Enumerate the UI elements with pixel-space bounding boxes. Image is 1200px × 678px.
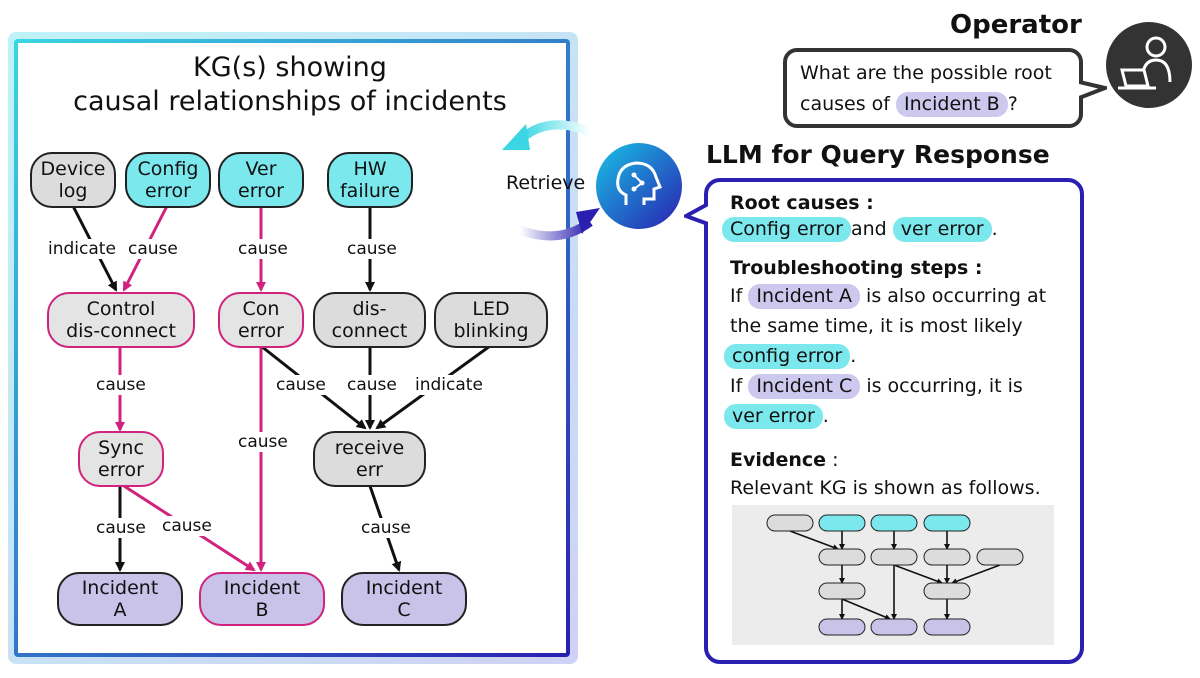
step2-period: .	[822, 405, 829, 427]
step1-line2: the same time, it is most likely	[730, 315, 1023, 337]
edge-label-cause: cause	[95, 518, 147, 538]
evidence-colon: :	[832, 449, 839, 471]
root-causes-heading: Root causes :	[730, 192, 874, 214]
evidence-text: Relevant KG is shown as follows.	[730, 477, 1041, 499]
ver-error-tag: ver error	[724, 404, 823, 429]
node-incident-a: Incident A	[57, 572, 183, 626]
node-led-blinking: LED blinking	[434, 292, 548, 348]
step2-if: If	[730, 375, 743, 397]
step1-line1: If Incident A is also occurring at	[730, 281, 1046, 311]
node-ver-error: Ver error	[218, 152, 304, 208]
kg-title-line1: KG(s) showing	[193, 52, 387, 83]
step2-line2: ver error.	[724, 401, 829, 431]
edge-label-cause: cause	[127, 239, 179, 259]
node-receive-err: receive err	[313, 431, 426, 487]
edge-label-indicate: indicate	[47, 239, 117, 259]
node-incident-b: Incident B	[199, 572, 325, 626]
incident-c-tag: Incident C	[748, 374, 861, 399]
evidence-heading: Evidence	[730, 449, 827, 471]
edge-label-cause: cause	[95, 375, 147, 395]
node-config-error: Config error	[125, 152, 211, 208]
step1-line3: config error.	[724, 341, 856, 371]
node-hw-failure: HW failure	[327, 152, 413, 208]
node-control-disconnect: Control dis-connect	[47, 292, 195, 348]
operator-title: Operator	[950, 10, 1082, 40]
llm-brain-icon	[596, 143, 682, 229]
query-incident-tag: Incident B	[896, 92, 1008, 117]
edge-label-indicate: indicate	[414, 375, 484, 395]
node-incident-c: Incident C	[341, 572, 467, 626]
mini-kg-thumbnail	[732, 505, 1054, 645]
node-device-log: Device log	[30, 152, 116, 208]
node-disconnect: dis- connect	[313, 292, 426, 348]
root-cause-config-error: Config error	[722, 217, 851, 242]
llm-title: LLM for Query Response	[706, 140, 1050, 169]
llm-bubble-tail	[684, 202, 708, 226]
query-causes-of: causes of	[800, 93, 890, 115]
node-sync-error: Sync error	[78, 431, 164, 487]
evidence-heading-line: Evidence :	[730, 445, 839, 475]
retrieve-cycle-arrows	[502, 120, 600, 241]
query-line1: What are the possible root	[800, 62, 1052, 84]
and-word: and	[851, 218, 887, 240]
edge-label-cause: cause	[237, 239, 289, 259]
root-cause-ver-error: ver error	[892, 217, 992, 242]
edge-label-cause: cause	[237, 432, 289, 452]
config-error-tag: config error	[724, 344, 851, 369]
query-text: What are the possible root causes of Inc…	[800, 58, 1090, 120]
retrieve-label: Retrieve	[506, 172, 586, 194]
query-line2: causes of Incident B?	[800, 89, 1090, 120]
step1-period: .	[850, 345, 857, 367]
edge-label-cause: cause	[275, 375, 327, 395]
step2-rest: is occurring, it is	[866, 375, 1023, 397]
root-causes-period: .	[991, 218, 998, 240]
edge-label-cause: cause	[161, 516, 213, 536]
troubleshooting-heading: Troubleshooting steps :	[730, 257, 983, 279]
step1-rest: is also occurring at	[866, 285, 1047, 307]
edge-label-cause: cause	[346, 375, 398, 395]
node-con-error: Con error	[218, 292, 304, 348]
query-question-mark: ?	[1007, 93, 1018, 115]
operator-person-icon	[1106, 22, 1192, 108]
edge-label-cause: cause	[360, 518, 412, 538]
step2-line1: If Incident C is occurring, it is	[730, 371, 1023, 401]
kg-panel	[14, 39, 570, 657]
speech-bubble-tail	[1079, 80, 1107, 100]
kg-title-line2: causal relationships of incidents	[73, 86, 507, 117]
step1-if: If	[730, 285, 743, 307]
edge-label-cause: cause	[346, 239, 398, 259]
incident-a-tag: Incident A	[748, 284, 860, 309]
